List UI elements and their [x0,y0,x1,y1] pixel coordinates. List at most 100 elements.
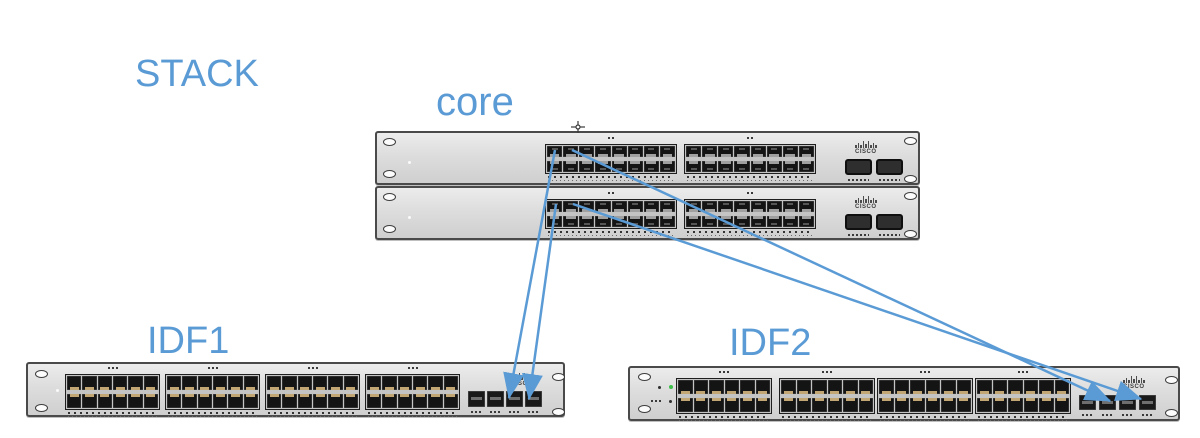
port-number-strip [782,420,872,421]
rack-ear-hole [383,170,396,178]
port-group-dots [207,367,218,369]
port-number-strip [978,420,1068,421]
rj45-port [143,376,158,390]
rj45-port [267,394,282,408]
rj45-port [397,376,412,390]
port-number-strip [368,416,457,417]
rj45-port [282,376,297,390]
rj45-port [382,376,397,390]
uplink-port-marks [1082,414,1093,416]
rj45-port [67,376,82,390]
rack-ear-hole [35,404,48,412]
rj45-port-block [65,374,160,410]
rj45-port [282,394,297,408]
rack-ear-hole [904,137,917,145]
rj45-port [228,394,243,408]
rack-ear-hole [552,408,565,416]
rj45-port [367,394,382,408]
rj45-port [312,394,328,408]
port-led-strip [880,416,970,418]
port-number-strip [679,420,769,421]
port-group-dots [107,367,118,369]
uplink-port-marks [1122,414,1133,416]
rack-ear-hole [35,370,48,378]
sfp-uplink-port [487,391,504,407]
port-group-dots [407,367,418,369]
rj45-port [212,376,228,390]
port-led-strip [168,412,257,414]
rj45-port [343,394,358,408]
rj45-port [412,394,428,408]
power-led [56,389,59,392]
rj45-port [112,394,128,408]
label-stack[interactable]: STACK [135,53,259,95]
port-led-strip [368,412,457,414]
port-led-strip [782,416,872,418]
rj45-port [197,376,212,390]
uplink-port-marks [1102,414,1113,416]
rj45-port [397,394,412,408]
rj45-port [167,376,182,390]
rj45-port [382,394,397,408]
uplink-port-marks [528,411,539,413]
rj45-port [443,394,458,408]
rj45-port [128,376,143,390]
rj45-port [243,394,258,408]
rj45-port [67,394,82,408]
port-number-strip [880,420,970,421]
port-number-strip [68,416,157,417]
rj45-port [297,376,312,390]
port-led-strip [978,416,1068,418]
rj45-port [312,376,328,390]
rj45-port [212,394,228,408]
cisco-logo-bars-icon [855,141,877,148]
label-idf2[interactable]: IDF2 [729,322,812,364]
power-led [408,216,411,219]
uplink-port-marks [490,411,501,413]
label-core[interactable]: core [436,80,514,124]
sfp-uplink-port [468,391,485,407]
port-number-strip [268,416,357,417]
sfp-port [563,146,579,157]
sfp-uplink-port [1139,395,1156,410]
rj45-port [167,394,182,408]
port-led-strip [268,412,357,414]
rj45-port [428,394,443,408]
port-led-strip [679,416,769,418]
rj45-port [197,394,212,408]
rj45-port [97,376,112,390]
rj45-port-block [165,374,260,410]
switch-idf1[interactable]: CISCO [26,362,565,417]
rj45-port-block [265,374,360,410]
rack-ear-hole [383,193,396,201]
port-led-strip [68,412,157,414]
uplink-port-marks [471,411,482,413]
rj45-port [328,394,343,408]
label-idf1[interactable]: IDF1 [147,320,230,362]
rj45-port [228,376,243,390]
uplink-port-marks [509,411,520,413]
rack-ear-hole [638,405,651,413]
rj45-port [82,376,97,390]
rj45-port-block [365,374,460,410]
rack-ear-hole [1165,376,1178,384]
rj45-port [412,376,428,390]
rack-ear-hole [383,138,396,146]
rj45-port [267,376,282,390]
sfp-port [563,216,579,227]
rj45-port [182,376,197,390]
rj45-port [112,376,128,390]
rj45-port [243,376,258,390]
rack-ear-hole [383,225,396,233]
port-group-dots [608,137,614,139]
port-group-dots [747,137,753,139]
uplink-port-marks [1142,414,1153,416]
rack-ear-hole [1165,409,1178,417]
rj45-port [143,394,158,408]
rj45-port [328,376,343,390]
rj45-port [443,376,458,390]
sfp-port [563,201,579,212]
sfp-port [563,161,579,172]
